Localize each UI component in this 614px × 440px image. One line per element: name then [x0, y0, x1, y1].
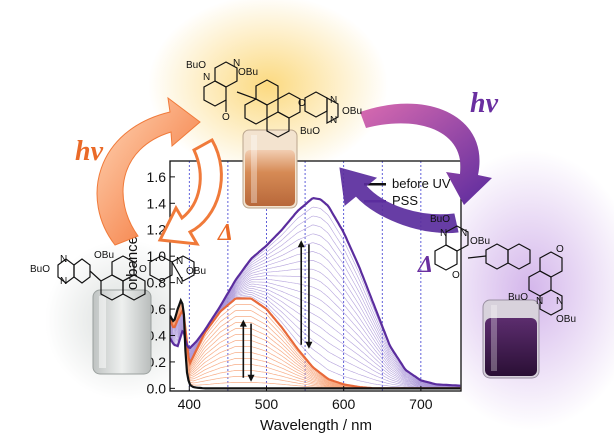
- change-arrows: [239, 240, 313, 382]
- glow-top: [148, 0, 388, 175]
- mol-top-label-n2: N: [233, 58, 240, 69]
- y-tick-label: 1.4: [147, 195, 167, 211]
- x-axis-ticks: 400 500 600 700: [178, 386, 433, 412]
- vial-top-orange: [242, 129, 298, 209]
- spectra-curves: [170, 196, 461, 390]
- hv-label-right: hv: [470, 88, 499, 119]
- hv-arrow-left: [96, 96, 201, 246]
- mol-top-label-n4: N: [330, 115, 337, 126]
- legend-label-before-uv: before UV: [392, 176, 451, 191]
- mol-left-label-n1: N: [60, 254, 67, 265]
- mol-left-label-n4: N: [176, 276, 183, 287]
- change-arrow-head-545: [297, 240, 305, 248]
- mol-top-label-bu0: BuO: [186, 60, 206, 71]
- x-axis-label: Wavelength / nm: [260, 417, 372, 434]
- mol-right-label-n1: N: [440, 228, 447, 239]
- glow-right: [420, 150, 614, 430]
- mol-top-label-o1: O: [222, 112, 230, 123]
- x-tick-label: 700: [409, 396, 433, 412]
- mol-left-label-bu0: BuO: [30, 264, 50, 275]
- mol-right-label-n3: N: [536, 296, 543, 307]
- legend-label-pss: PSS: [392, 193, 418, 208]
- delta-label-left: Δ: [217, 220, 233, 246]
- mol-top-label-o2: O: [298, 98, 306, 109]
- mol-left-label-n2: N: [60, 276, 67, 287]
- thermal-arrow-left: [157, 137, 223, 246]
- y-tick-label: 1.2: [147, 222, 167, 238]
- vial-left-clear: [92, 289, 152, 375]
- x-tick-label: 400: [178, 396, 202, 412]
- change-arrow-head-480: [247, 374, 255, 382]
- mol-top-label-bu02: BuO: [300, 126, 320, 137]
- curve-before-uv: [170, 297, 461, 390]
- mol-right-label-o1: O: [452, 270, 460, 281]
- molecule-right: [434, 225, 563, 316]
- y-tick-label: 0.0: [147, 380, 167, 396]
- mol-right-label-o2: O: [556, 244, 564, 255]
- hv-arrow-right: [360, 103, 492, 205]
- mol-left-label-obu: OBu: [94, 250, 114, 261]
- mol-right-label-obu: OBu: [470, 236, 490, 247]
- x-tick-label: 500: [255, 396, 279, 412]
- x-tick-label: 600: [332, 396, 356, 412]
- curve-pss: [170, 196, 461, 387]
- y-tick-label: 0.8: [147, 275, 167, 291]
- y-tick-label: 1.6: [147, 169, 167, 185]
- hv-label-left: hv: [75, 136, 104, 167]
- y-tick-label: 1.0: [147, 248, 167, 264]
- legend-swatch-before-uv: [364, 183, 386, 186]
- mol-left-label-n3: N: [176, 256, 183, 267]
- molecule-top: [203, 61, 339, 138]
- reaction-arrows: [96, 96, 492, 246]
- mol-left-label-o: O: [139, 264, 147, 275]
- mol-top-label-obu: OBu: [238, 67, 258, 78]
- thermal-arrow-right: [339, 167, 459, 234]
- mol-right-label-n2: N: [460, 228, 467, 239]
- mol-right-label-bu02: BuO: [508, 292, 528, 303]
- legend: before UV PSS: [364, 176, 451, 208]
- mol-left-label-obu2: OBu: [186, 266, 206, 277]
- mol-top-label-n1: N: [203, 72, 210, 83]
- change-arrow-head-470: [239, 319, 247, 327]
- mol-right-label-n4: N: [556, 296, 563, 307]
- mol-top-label-n3: N: [330, 95, 337, 106]
- vial-right-purple: [482, 299, 540, 379]
- mol-top-label-obu2: OBu: [342, 106, 362, 117]
- mol-right-label-obu2: OBu: [556, 314, 576, 325]
- molecule-left: [57, 255, 195, 301]
- mol-right-label-bu0: BuO: [430, 214, 450, 225]
- delta-label-right: Δ: [417, 252, 433, 278]
- change-arrow-head-555: [305, 341, 313, 349]
